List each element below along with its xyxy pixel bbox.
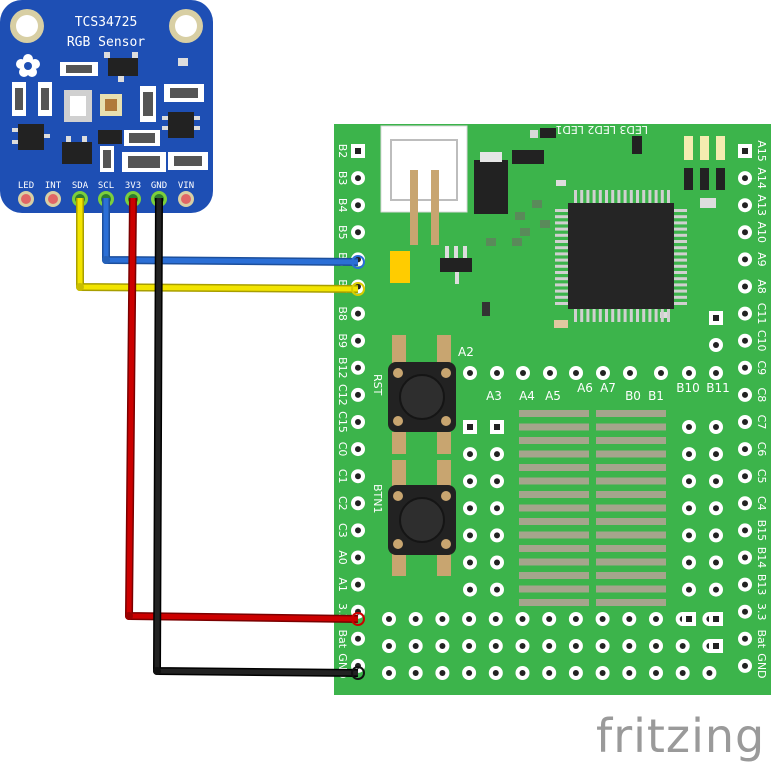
sensor-pin-label-sda: SDA [72,181,89,191]
right-label: A10 [755,222,768,244]
proto-grid [382,311,723,680]
sensor-subtitle: RGB Sensor [67,35,145,50]
board-right-labels: A15A14A13A10A9A8C11C10C9C8C7C6C5C4B15B14… [755,140,768,678]
top-pin-label: A4 [519,389,535,403]
right-label: C9 [755,360,768,375]
status-leds [684,136,725,190]
right-label: GND [755,653,768,678]
regulator [474,160,508,214]
left-label: B5 [336,225,349,240]
right-label: C6 [755,442,768,457]
left-label: Bat [336,629,349,648]
a2-label: A2 [458,345,474,359]
left-label: C15 [336,411,349,433]
left-label: C1 [336,469,349,484]
proto-strips [519,410,666,606]
right-label: C5 [755,469,768,484]
adafruit-logo-icon [16,54,40,77]
btn1-label: BTN1 [371,484,384,514]
stm32-board: B2B3B4B5B6B7B8B9B12C12C15C0C1C2C3A0A13.3… [334,123,771,695]
top-pin-label: B1 [648,389,664,403]
wires [76,197,365,680]
sensor-title: TCS34725 [75,15,138,30]
fritzing-logo: fritzing [596,709,765,763]
right-label: A9 [755,252,768,267]
right-label: Bat [755,629,768,648]
top-pin-label: A6 [577,381,593,395]
left-label: B3 [336,171,349,186]
right-label: C7 [755,415,768,430]
right-label: C8 [755,388,768,403]
right-label: A8 [755,279,768,294]
top-pin-label: B0 [625,389,641,403]
tcs34725-sensor: TCS34725 RGB Sensor LED INT SDA SCL 3V3 GND VI… [0,0,213,213]
right-label: A14 [755,167,768,189]
left-label: B12 [336,357,349,379]
left-label: A1 [336,577,349,592]
rst-button[interactable] [388,335,456,454]
top-pin-label: B11 [706,381,730,395]
transistor [512,150,544,164]
right-label: C4 [755,496,768,511]
right-label: C11 [755,303,768,325]
left-label: B4 [336,198,349,213]
right-label: C10 [755,330,768,352]
sensor-pin-label-led: LED [18,181,34,191]
left-label: B2 [336,144,349,159]
top-pin-label: A7 [600,381,616,395]
right-label: A15 [755,140,768,162]
sensor-pin-label-gnd: GND [151,181,167,191]
board-right-headers [738,144,752,673]
right-label: B13 [755,574,768,596]
jst-connector [380,125,468,245]
left-label: C0 [336,442,349,457]
right-label: B14 [755,547,768,569]
rst-label: RST [371,374,384,396]
right-label: 3.3 [755,603,768,621]
left-label: C3 [336,523,349,538]
left-label: C2 [336,496,349,511]
right-label: B15 [755,520,768,542]
tantalum-cap [390,251,410,283]
sensor-pin-label-3v3: 3V3 [125,181,141,191]
sensor-pin-label-int: INT [45,181,62,191]
left-label: A0 [336,550,349,565]
led-labels: LED3 LED2 LED1 [555,123,648,136]
mcu-chip [555,190,687,322]
top-pin-label: B10 [676,381,700,395]
left-label: C12 [336,384,349,406]
gnd-wire[interactable] [154,197,359,676]
top-pin-label: A5 [545,389,561,403]
top-pin-label: A3 [486,389,502,403]
sensor-pin-label-vin: VIN [178,181,194,191]
sensor-pin-label-scl: SCL [98,181,114,191]
right-label: A13 [755,194,768,216]
left-label: B8 [336,306,349,321]
btn1-button[interactable] [388,460,456,576]
small-regulator [440,258,472,272]
left-label: B9 [336,333,349,348]
